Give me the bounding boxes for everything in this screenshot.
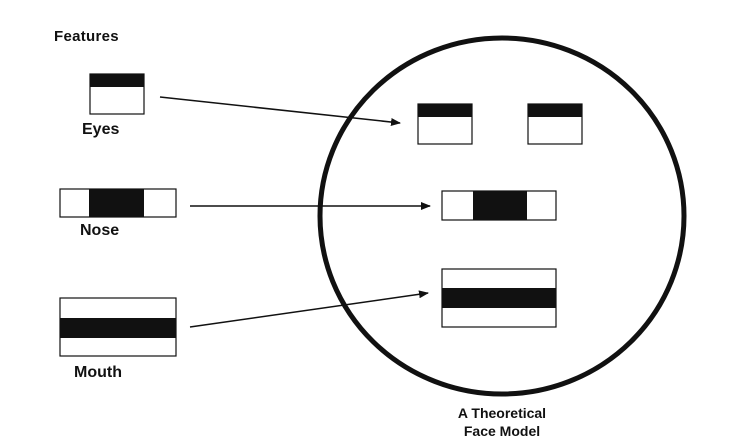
eyes-arrow <box>159 96 401 127</box>
eyes-feature-template <box>89 73 145 115</box>
mouth-template-dark-band <box>60 318 176 338</box>
face-model-caption: A Theoretical Face Model <box>404 404 600 440</box>
face-left-eye <box>417 103 473 145</box>
face-left-eye-dark-band <box>418 104 472 117</box>
face-mouth-dark-band <box>442 288 556 308</box>
face-mouth <box>441 268 557 328</box>
features-title: Features <box>54 28 119 45</box>
eyes-label: Eyes <box>82 121 120 138</box>
mouth-feature-template <box>59 297 177 357</box>
face-right-eye <box>527 103 583 145</box>
face-outline <box>317 35 687 397</box>
mouth-label: Mouth <box>74 364 122 381</box>
eyes-template-dark-band <box>90 74 144 87</box>
nose-label: Nose <box>80 222 120 239</box>
caption-line-1: A Theoretical <box>457 405 547 421</box>
face-right-eye-dark-band <box>528 104 582 117</box>
caption-line-2: Face Model <box>463 423 541 439</box>
nose-feature-template <box>59 188 177 218</box>
nose-template-dark-band <box>89 189 144 217</box>
face-nose-dark-band <box>473 191 527 220</box>
mouth-arrow <box>189 290 429 328</box>
face-nose <box>441 190 557 221</box>
